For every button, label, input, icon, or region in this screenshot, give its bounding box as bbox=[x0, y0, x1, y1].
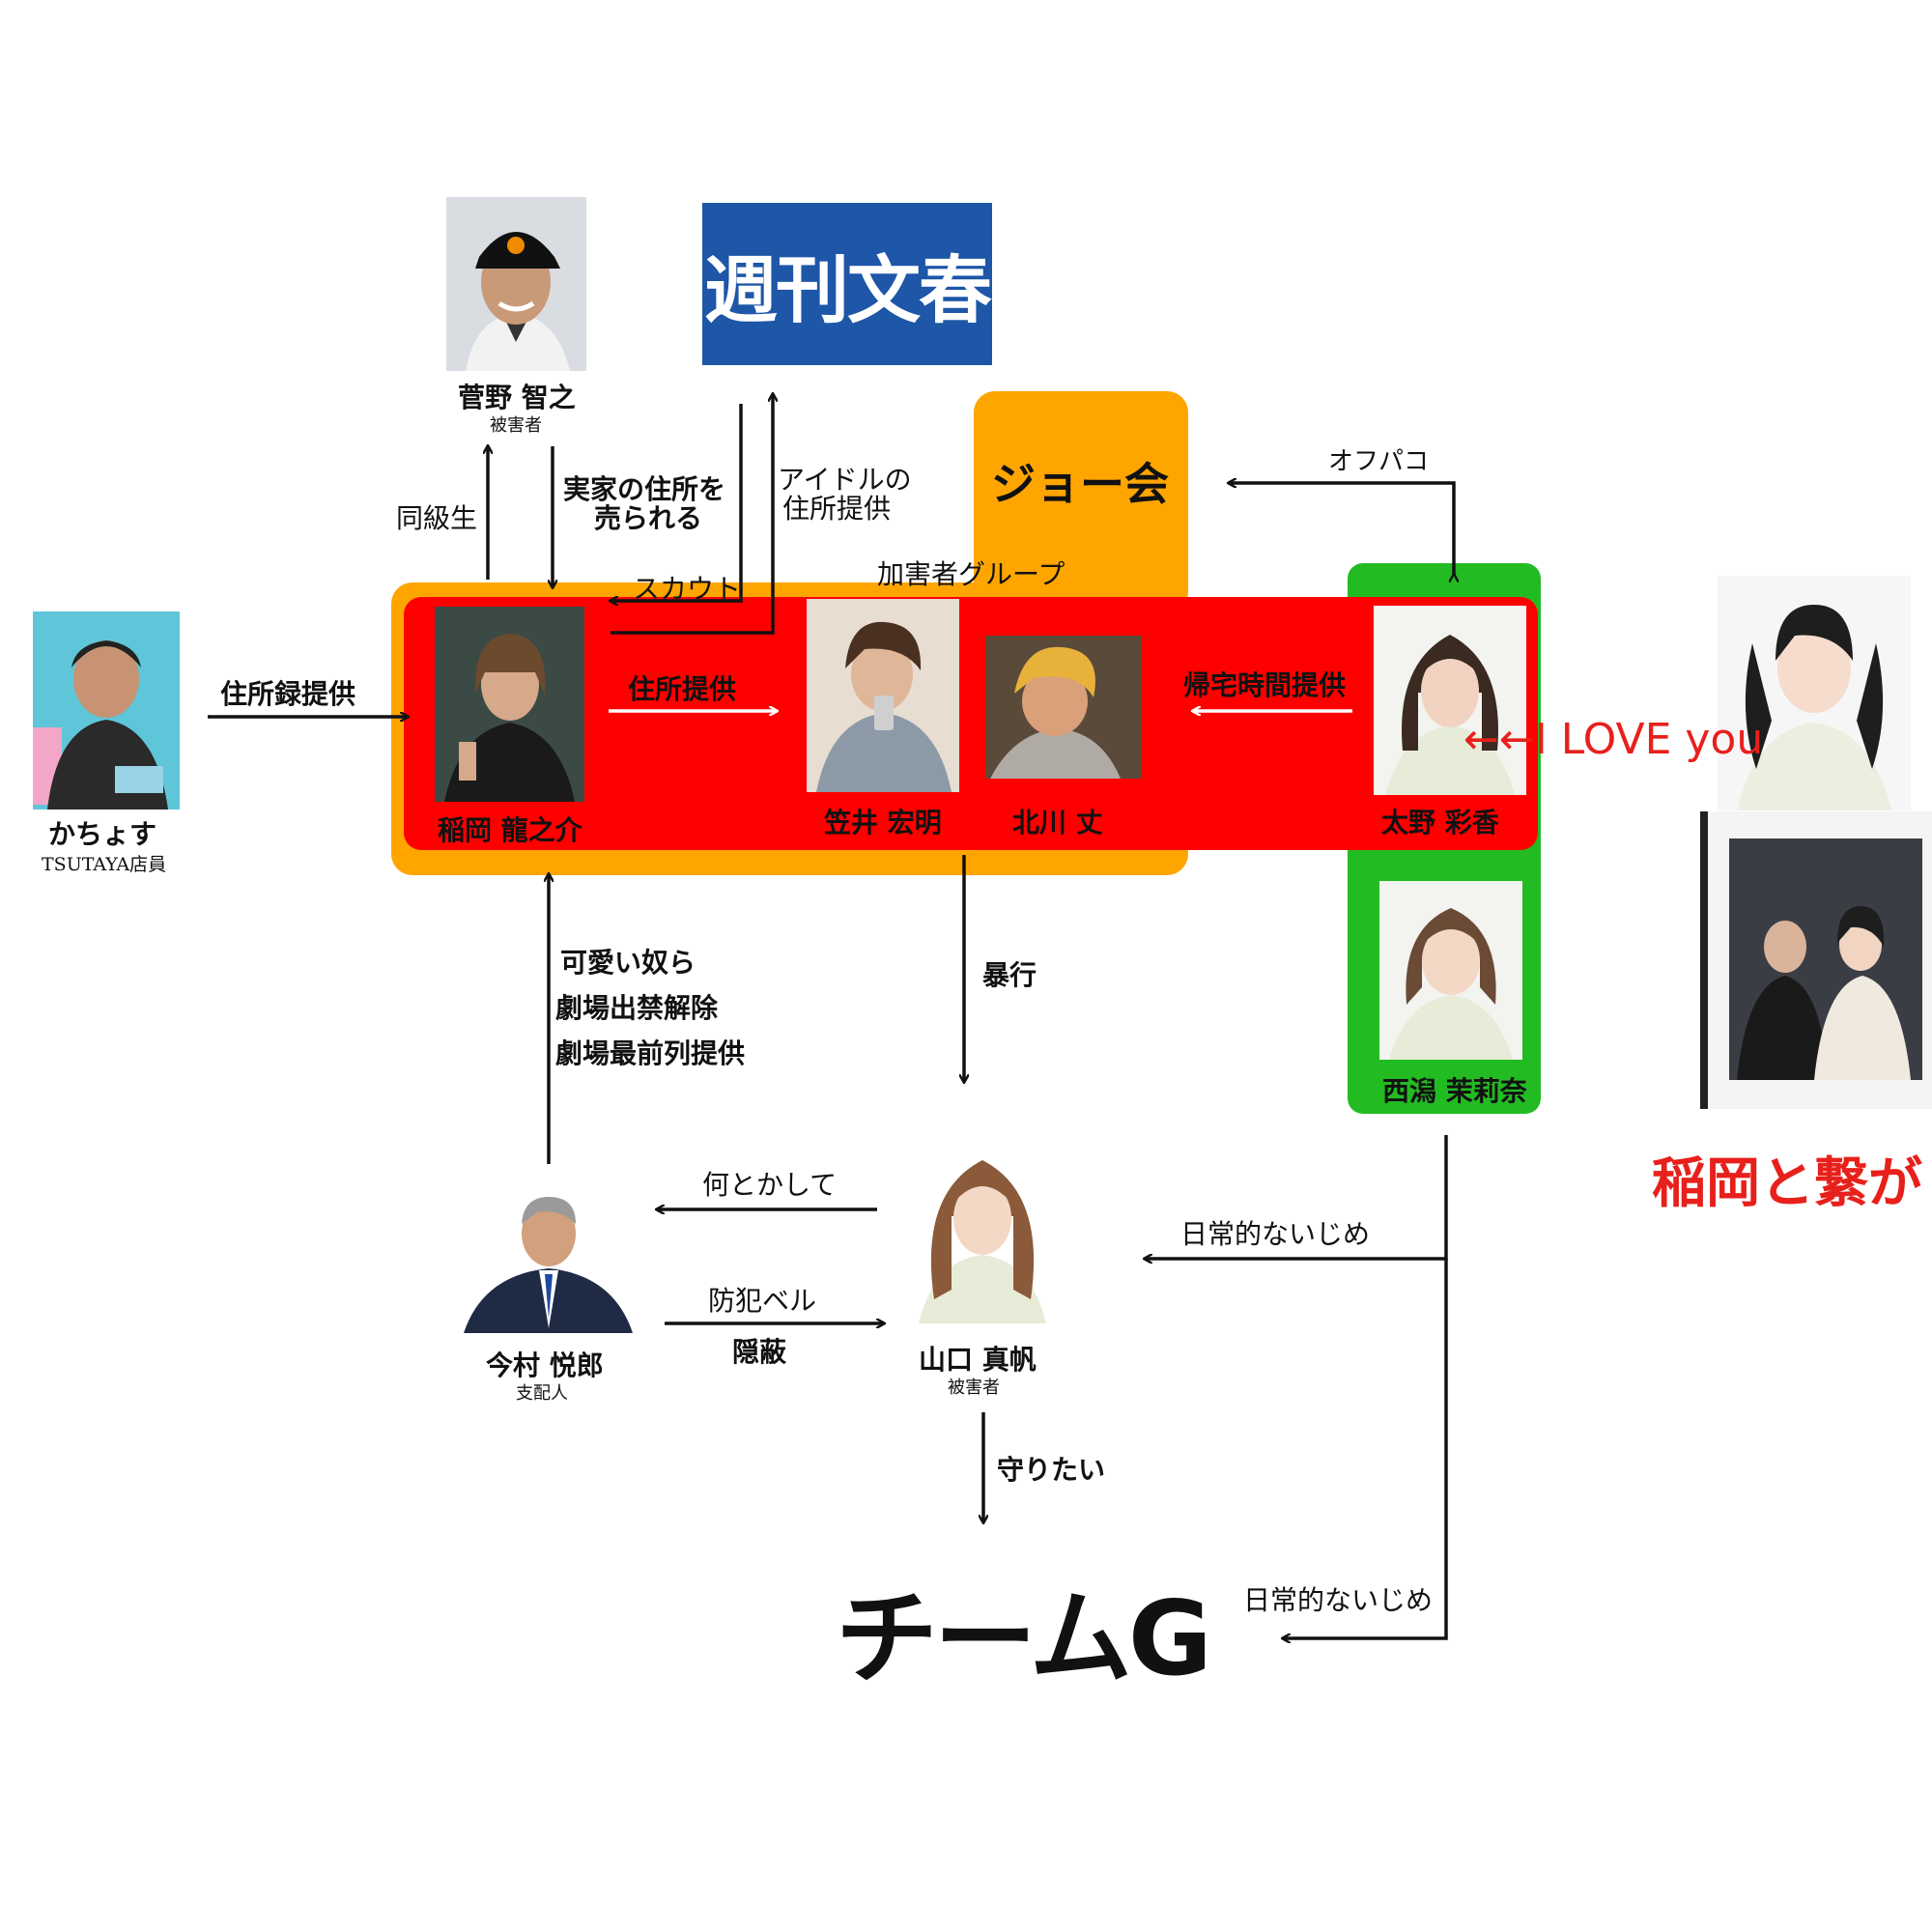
sugano-photo bbox=[446, 197, 586, 371]
edge-label-bullying-1: 日常的ないじめ bbox=[1180, 1218, 1371, 1250]
man-photo bbox=[435, 607, 584, 802]
kachoyasu-role: TSUTAYA店員 bbox=[42, 854, 167, 875]
edge-label-idol-address-1: アイドルの bbox=[778, 464, 912, 496]
sugano-role: 被害者 bbox=[490, 415, 542, 436]
edge-label-crime-bell: 防犯ベル bbox=[708, 1285, 817, 1317]
arrow-offpako bbox=[1229, 483, 1454, 575]
ono-photo bbox=[1374, 606, 1526, 795]
bunshun-logo-text: 週刊文春 bbox=[704, 247, 992, 333]
edge-label-address-book: 住所録提供 bbox=[220, 678, 356, 710]
connected-annotation: 稲岡と繋が bbox=[1652, 1152, 1922, 1215]
edge-label-favors-3: 劇場最前列提供 bbox=[555, 1037, 746, 1069]
edge-label-classmate: 同級生 bbox=[396, 502, 478, 534]
arrow-idol-address bbox=[611, 394, 773, 635]
man-photo bbox=[33, 611, 180, 810]
kachoyasu-name: かちょす bbox=[48, 818, 157, 850]
inaoka-name: 稲岡 龍之介 bbox=[438, 814, 582, 846]
man-photo bbox=[807, 599, 959, 792]
joe-kai-label: ジョー会 bbox=[991, 458, 1169, 510]
kitagawa-name: 北川 丈 bbox=[1012, 807, 1103, 838]
perpetrator-group-label: 加害者グループ bbox=[877, 558, 1065, 590]
imamura-name: 今村 悦郎 bbox=[486, 1350, 604, 1381]
idol-photo bbox=[1374, 606, 1526, 795]
edge-label-want-protect: 守りたい bbox=[997, 1454, 1106, 1486]
arrow-bullying-1 bbox=[1145, 1135, 1448, 1259]
yamaguchi-role: 被害者 bbox=[948, 1378, 1000, 1398]
edge-label-offpako: オフパコ bbox=[1328, 447, 1430, 476]
idol-photo bbox=[905, 1135, 1060, 1323]
arrow-bullying-2 bbox=[1283, 1259, 1448, 1638]
polaroid-photo bbox=[1708, 811, 1932, 1109]
kasai-name: 笠井 宏明 bbox=[824, 807, 942, 838]
cheki-photo bbox=[1700, 811, 1932, 1109]
edge-label-sold-address-2: 売られる bbox=[594, 502, 703, 534]
ono-name: 太野 彩香 bbox=[1381, 807, 1499, 838]
kitagawa-photo bbox=[985, 636, 1142, 779]
edge-label-return-time: 帰宅時間提供 bbox=[1183, 669, 1347, 701]
nishigata-name: 西潟 茉莉奈 bbox=[1382, 1075, 1527, 1107]
edge-label-favors-2: 劇場出禁解除 bbox=[555, 992, 719, 1024]
twintail-idol-photo bbox=[1718, 576, 1911, 810]
red-core-box bbox=[404, 597, 1538, 850]
edge-label-violence: 暴行 bbox=[982, 959, 1037, 991]
i-love-you-annotation: ←←I LOVE you bbox=[1463, 715, 1764, 764]
baseball-player-photo bbox=[446, 197, 586, 371]
imamura-role: 支配人 bbox=[516, 1383, 568, 1404]
idol-photo bbox=[1718, 576, 1911, 810]
yamaguchi-name: 山口 真帆 bbox=[919, 1344, 1037, 1376]
edge-label-somehow: 何とかして bbox=[702, 1169, 838, 1201]
imamura-photo bbox=[454, 1183, 642, 1333]
edge-label-sold-address-1: 実家の住所を bbox=[563, 473, 726, 505]
idol-photo bbox=[1379, 881, 1522, 1060]
yamaguchi-photo bbox=[905, 1135, 1060, 1323]
nishigata-photo bbox=[1379, 881, 1522, 1060]
bunshun-logo: 週刊文春 bbox=[702, 203, 992, 365]
kasai-photo bbox=[807, 599, 959, 792]
edge-label-address-provide: 住所提供 bbox=[628, 673, 737, 705]
edge-label-favors-1: 可愛い奴ら bbox=[560, 947, 696, 979]
edge-label-cover-up: 隠蔽 bbox=[732, 1336, 787, 1368]
inaoka-photo bbox=[435, 607, 584, 802]
edge-label-bullying-2: 日常的ないじめ bbox=[1243, 1584, 1434, 1616]
kachoyasu-photo bbox=[33, 611, 180, 810]
team-g-label: チームG bbox=[836, 1579, 1212, 1698]
man-photo bbox=[985, 636, 1142, 779]
businessman-photo bbox=[454, 1183, 642, 1333]
arrow-scout bbox=[611, 404, 743, 601]
edge-label-idol-address-2: 住所提供 bbox=[782, 493, 892, 525]
joe-kai-box bbox=[974, 391, 1188, 613]
sugano-name: 菅野 智之 bbox=[458, 382, 576, 413]
